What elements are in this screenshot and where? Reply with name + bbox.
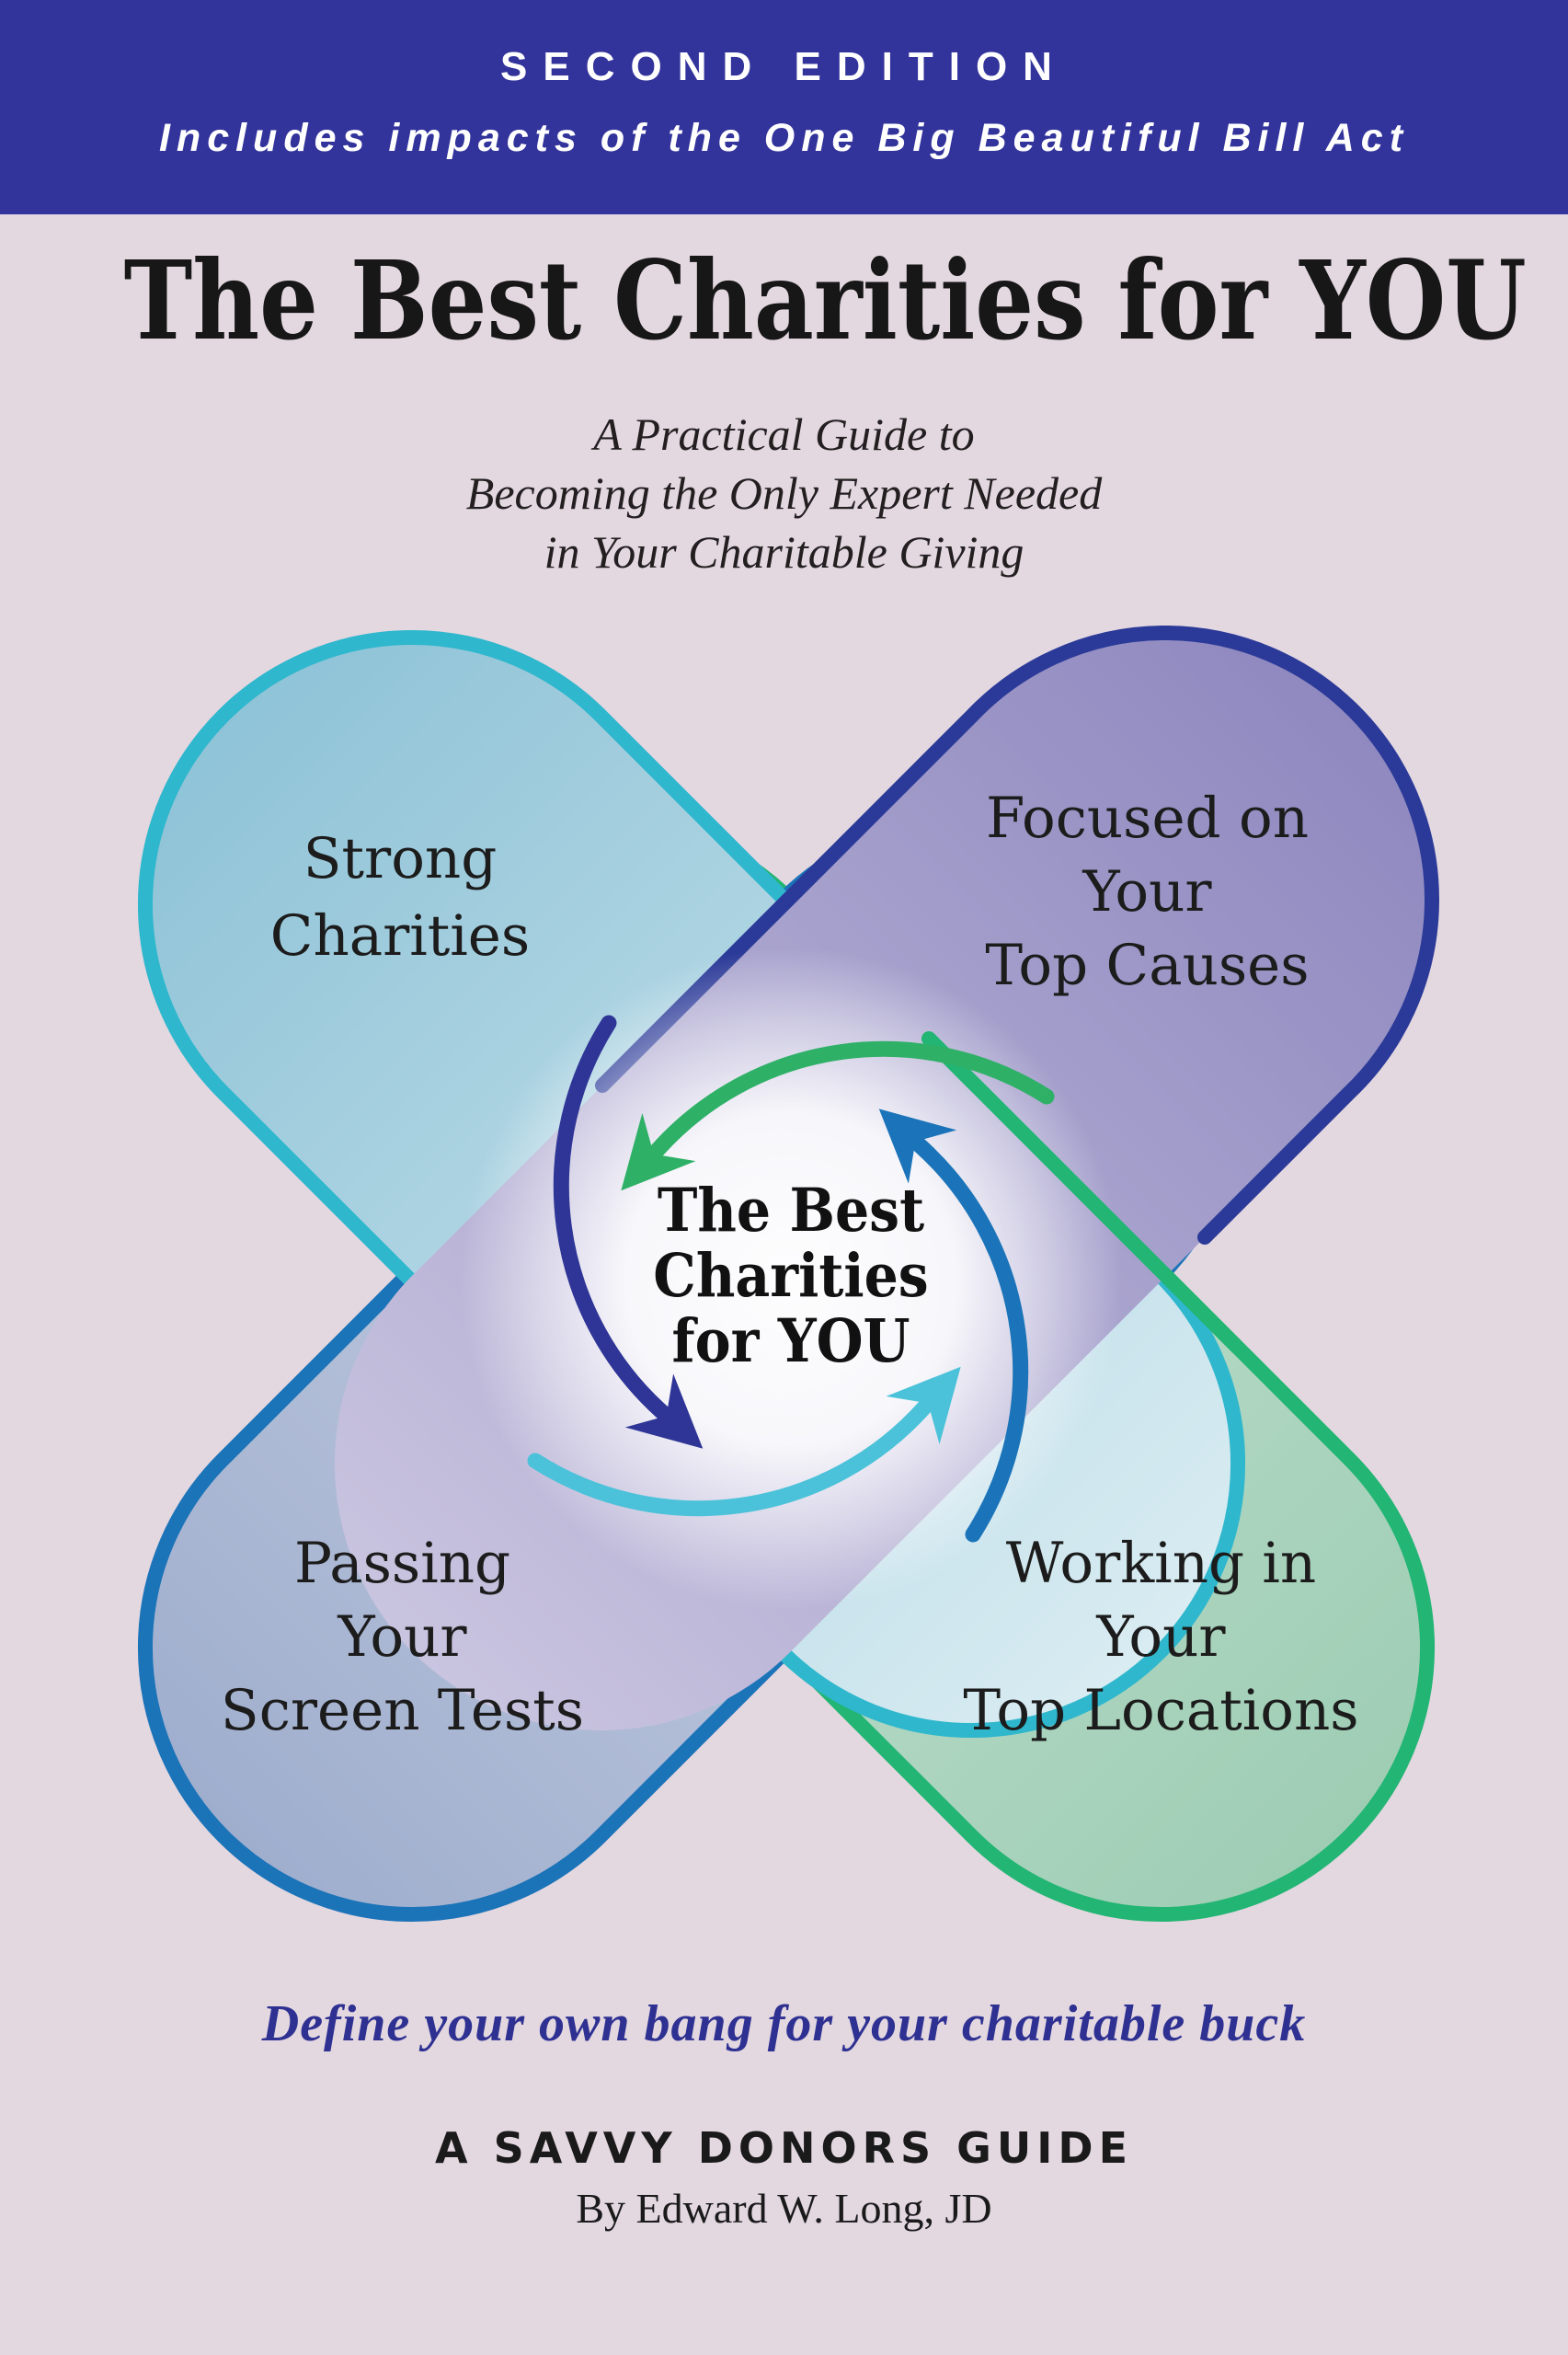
petal-top-right-outline [595, 626, 1439, 1245]
edition-label: SECOND EDITION [500, 44, 1068, 89]
subtitle-line: in Your Charitable Giving [544, 526, 1024, 578]
petal-label-screen-tests: Passing Your Screen Tests [147, 1527, 658, 1748]
petal-bottom-right-weave-edge [921, 1031, 1244, 1354]
center-label-line: for YOU [671, 1306, 910, 1376]
diagram-center-label: The Best Charities for YOU [601, 1178, 981, 1374]
center-label-line: The Best [657, 1176, 925, 1246]
subtitle-line: A Practical Guide to [593, 408, 975, 460]
book-title-text: The Best Charities for YOU [123, 236, 1527, 364]
author-byline: By Edward W. Long, JD [576, 2185, 992, 2232]
petal-label-line: Your [1082, 859, 1212, 925]
petal-label-strong-charities: Strong Charities [147, 821, 653, 975]
petal-label-top-causes: Focused on Your Top Causes [883, 782, 1412, 1003]
book-title: The Best Charities for YOU [0, 241, 1568, 361]
cover-tagline: Define your own bang for your charitable… [261, 1995, 1307, 2052]
cycle-arrow-bottom [527, 1366, 961, 1517]
petal-label-line: Screen Tests [220, 1678, 585, 1743]
banner-tagline: Includes impacts of the One Big Beautifu… [158, 116, 1410, 160]
series-title: A SAVVY DONORS GUIDE [434, 2123, 1134, 2173]
top-banner: SECOND EDITION Includes impacts of the O… [0, 0, 1568, 214]
petal-label-line: Your [338, 1604, 467, 1670]
subtitle-line: Becoming the Only Expert Needed [465, 467, 1103, 519]
petal-label-line: Passing [293, 1531, 511, 1596]
petal-label-line: Charities [269, 903, 531, 969]
cycle-arrow-right [878, 1109, 1029, 1543]
petal-label-line: Focused on [985, 786, 1310, 851]
book-subtitle: A Practical Guide to Becoming the Only E… [0, 405, 1568, 581]
cycle-arrow-top [621, 1040, 1055, 1191]
center-label-line: Charities [653, 1241, 929, 1311]
petal-label-line: Strong [303, 826, 498, 891]
cycle-arrow-left [553, 1015, 704, 1449]
petal-label-line: Top Locations [963, 1678, 1359, 1743]
petal-label-line: Your [1096, 1604, 1226, 1670]
petal-label-top-locations: Working in Your Top Locations [892, 1527, 1430, 1748]
petal-label-line: Working in [1005, 1531, 1317, 1596]
petal-label-line: Top Causes [985, 933, 1310, 998]
